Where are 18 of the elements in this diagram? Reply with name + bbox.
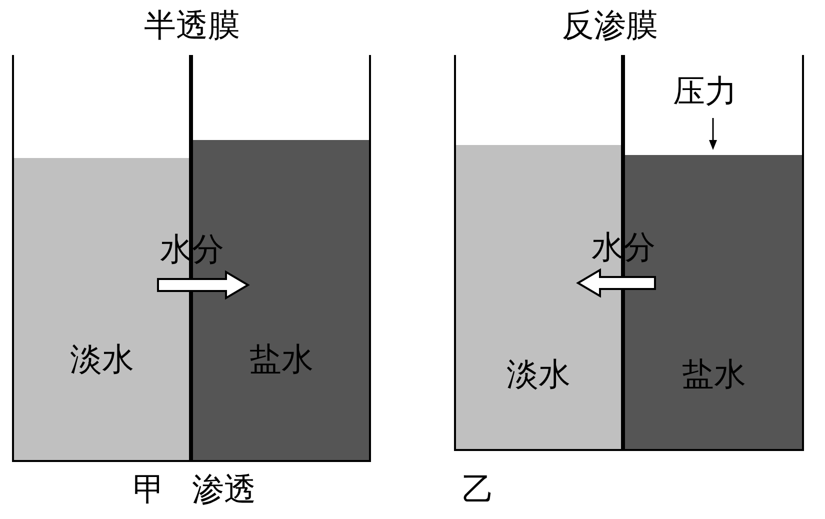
region-label: 盐水 [681, 354, 747, 395]
hollow-arrow [576, 268, 656, 298]
hollow-arrow [157, 270, 250, 300]
region-label: 淡水 [69, 339, 135, 380]
panel-label: 乙 [462, 469, 494, 510]
process-label: 渗透 [192, 469, 256, 510]
edge-label: 水分 [592, 227, 656, 268]
water-region [625, 155, 803, 450]
membrane-title: 反渗膜 [562, 5, 658, 46]
water-region [455, 145, 622, 450]
panel-label: 甲 [133, 469, 165, 510]
membrane-title: 半透膜 [144, 5, 240, 46]
force-label: 压力 [673, 71, 737, 112]
water-region [13, 158, 191, 461]
region-label: 淡水 [506, 354, 572, 395]
edge-label: 水分 [160, 229, 224, 270]
region-label: 盐水 [248, 339, 314, 380]
water-region [193, 140, 370, 461]
